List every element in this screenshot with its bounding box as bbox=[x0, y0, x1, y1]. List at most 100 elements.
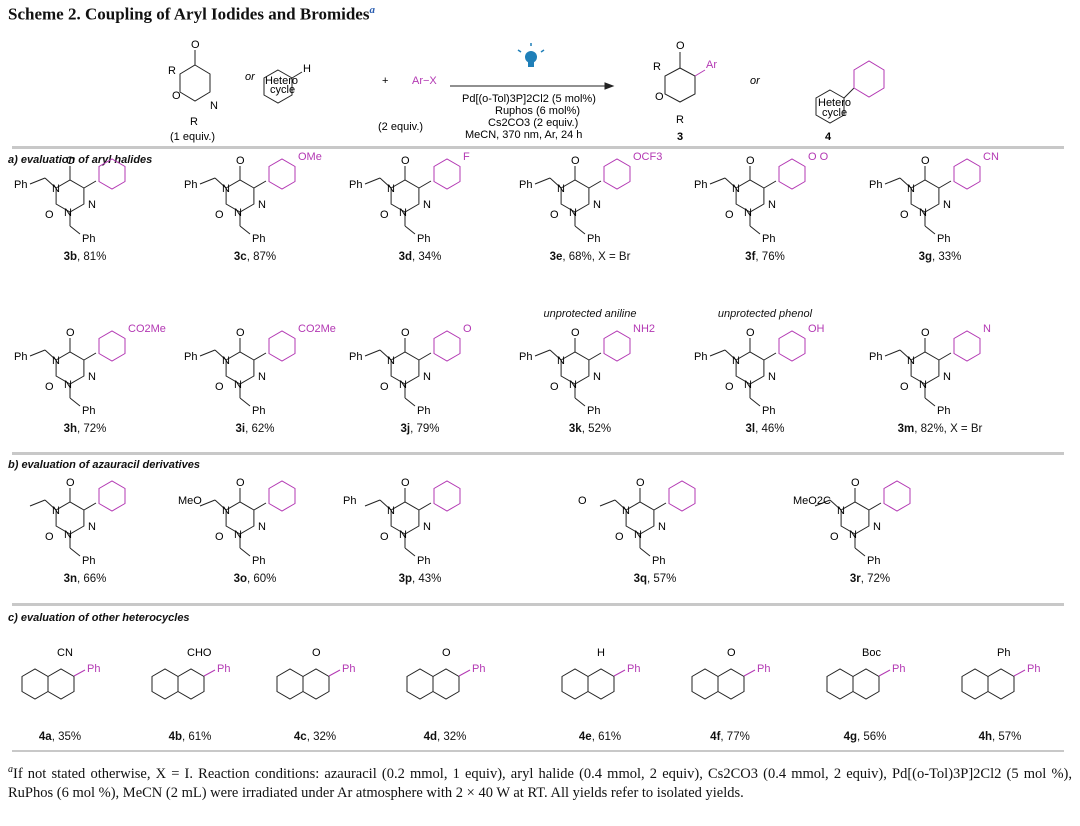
atom-label: Ph bbox=[519, 351, 532, 363]
atom-label: Ph bbox=[342, 663, 355, 675]
atom-label: O bbox=[236, 327, 245, 339]
compound-label: 4f, 77% bbox=[645, 731, 815, 743]
atom-label: N bbox=[387, 505, 395, 517]
divider bbox=[12, 146, 1064, 149]
aryl-ring bbox=[433, 480, 461, 512]
atom-label: N bbox=[52, 355, 60, 367]
svg-text:R: R bbox=[676, 114, 684, 126]
atom-label: N bbox=[768, 199, 776, 211]
compound-yield: , 62% bbox=[245, 423, 275, 435]
aryl-ring bbox=[433, 158, 461, 190]
atom-label: N bbox=[64, 379, 72, 391]
scheme-title: Scheme 2. Coupling of Aryl Iodides and B… bbox=[8, 4, 375, 25]
atom-label: O bbox=[66, 327, 75, 339]
compound-label: 3r, 72% bbox=[785, 573, 955, 585]
substituent-label: CN bbox=[983, 151, 999, 163]
footnote-text: If not stated otherwise, X = I. Reaction… bbox=[8, 765, 1072, 801]
atom-label: O bbox=[921, 155, 930, 167]
substituent-label: OMe bbox=[298, 151, 322, 163]
atom-label: Ph bbox=[417, 555, 430, 567]
atom-label: O bbox=[746, 155, 755, 167]
compound-label: 4a, 35% bbox=[0, 731, 145, 743]
atom-label: N bbox=[768, 371, 776, 383]
atom-label: O bbox=[900, 381, 909, 393]
substituent-label: NH2 bbox=[633, 323, 655, 335]
atom-label: N bbox=[258, 199, 266, 211]
atom-label: O bbox=[45, 531, 54, 543]
atom-label: Ph bbox=[869, 351, 882, 363]
svg-text:+: + bbox=[382, 75, 388, 87]
svg-text:O: O bbox=[655, 91, 664, 103]
structure-drawing: Ph O bbox=[691, 647, 770, 700]
compound-yield: , 82%, X = Br bbox=[914, 423, 983, 435]
atom-label: Ph bbox=[1027, 663, 1040, 675]
compound-label: 3d, 34% bbox=[335, 251, 505, 263]
atom-label: O bbox=[215, 381, 224, 393]
atom-label: N bbox=[234, 529, 242, 541]
atom-label: Ph bbox=[694, 351, 707, 363]
compound-id: 3b bbox=[63, 251, 77, 263]
atom-label: N bbox=[222, 183, 230, 195]
footnote-link[interactable]: a bbox=[369, 4, 375, 16]
compound-label: 4d, 32% bbox=[360, 731, 530, 743]
compound-label: 3m, 82%, X = Br bbox=[855, 423, 1025, 435]
compound-yield: , 33% bbox=[932, 251, 962, 263]
atom-label: CN bbox=[57, 647, 73, 659]
atom-label: Ph bbox=[349, 179, 362, 191]
compound-label: 3p, 43% bbox=[335, 573, 505, 585]
atom-label: N bbox=[837, 505, 845, 517]
atom-label: Ph bbox=[417, 405, 430, 417]
substituent-label: O bbox=[463, 323, 472, 335]
svg-text:Hetero: Hetero bbox=[818, 97, 851, 109]
compound-label: 4g, 56% bbox=[780, 731, 950, 743]
atom-label: N bbox=[634, 529, 642, 541]
atom-label: O bbox=[727, 647, 736, 659]
svg-text:Hetero: Hetero bbox=[265, 75, 298, 87]
atom-label: N bbox=[593, 199, 601, 211]
compound-label: 3c, 87% bbox=[170, 251, 340, 263]
compound-yield: , 87% bbox=[246, 251, 277, 263]
substituent-label: O O bbox=[808, 151, 829, 163]
compound-label: 3q, 57% bbox=[570, 573, 740, 585]
atom-label: N bbox=[593, 371, 601, 383]
compound-id: 3o bbox=[233, 573, 247, 585]
compound-yield: , 61% bbox=[182, 731, 212, 743]
svg-text:R: R bbox=[653, 61, 661, 73]
atom-label: N bbox=[64, 207, 72, 219]
compound-id: 4e bbox=[578, 731, 592, 743]
svg-text:O: O bbox=[172, 90, 181, 102]
footnote: aIf not stated otherwise, X = I. Reactio… bbox=[8, 760, 1072, 803]
atom-label: Ph bbox=[694, 179, 707, 191]
compound-yield: , 66% bbox=[77, 573, 107, 585]
atom-label: N bbox=[907, 183, 915, 195]
atom-label: N bbox=[387, 355, 395, 367]
aryl-ring bbox=[883, 480, 911, 512]
section-a-heading: a) evaluation of aryl halides bbox=[8, 154, 153, 166]
compound-yield: , 57% bbox=[992, 731, 1022, 743]
compound-yield: , 61% bbox=[591, 731, 622, 743]
aryl-ring bbox=[268, 480, 296, 512]
svg-text:O: O bbox=[191, 39, 200, 51]
substituent-label: N bbox=[983, 323, 991, 335]
atom-label: O bbox=[851, 477, 860, 489]
svg-text:N: N bbox=[210, 100, 218, 112]
svg-text:(2 equiv.): (2 equiv.) bbox=[378, 121, 423, 133]
atom-label: MeO2C bbox=[793, 495, 831, 507]
atom-label: N bbox=[569, 207, 577, 219]
atom-label: Ph bbox=[937, 405, 950, 417]
atom-label: Ph bbox=[519, 179, 532, 191]
atom-label: Ph bbox=[757, 663, 770, 675]
compound-yield: , 32% bbox=[437, 731, 467, 743]
svg-text:or: or bbox=[750, 75, 761, 87]
atom-label: Ph bbox=[343, 495, 356, 507]
